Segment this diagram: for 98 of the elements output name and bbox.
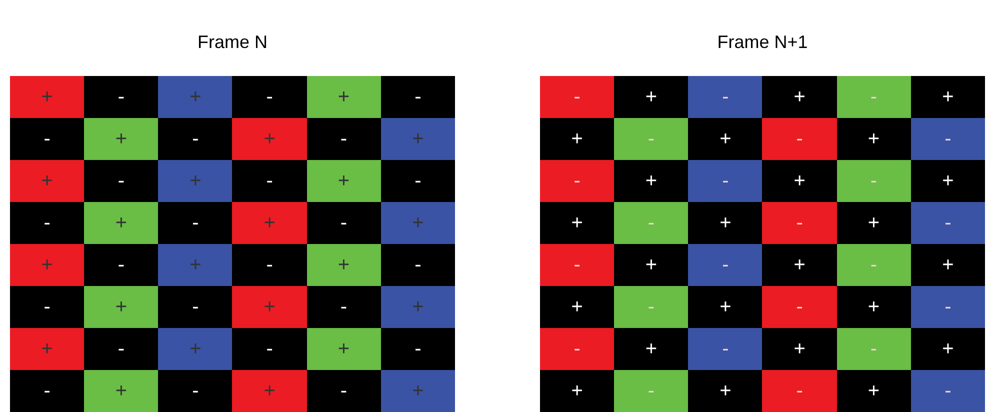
grid-cell: +	[84, 370, 158, 412]
grid-cell: +	[688, 202, 762, 244]
grid-cell: +	[306, 328, 381, 370]
grid-cell: +	[10, 244, 84, 286]
grid-cell: -	[614, 118, 688, 160]
grid-cell: -	[232, 160, 307, 202]
grid-cell: +	[762, 160, 837, 202]
grid-cell: -	[10, 118, 84, 160]
grid-cell: -	[688, 244, 762, 286]
grid-cell: -	[614, 370, 688, 412]
grid-cell: -	[688, 160, 762, 202]
grid-cell: +	[158, 244, 232, 286]
grid-cell: -	[836, 76, 911, 118]
grid-cell: +	[836, 118, 911, 160]
grid-cell: +	[306, 160, 381, 202]
grid-cell: +	[158, 328, 232, 370]
frame-title: Frame N	[197, 31, 268, 54]
grid-cell: -	[614, 286, 688, 328]
grid-cell: +	[688, 370, 762, 412]
grid-cell: -	[614, 202, 688, 244]
grid-cell: -	[380, 328, 455, 370]
grid-cell: +	[540, 370, 614, 412]
grid-cell: -	[910, 286, 985, 328]
grid-cell: +	[688, 286, 762, 328]
grid-cell: +	[380, 370, 455, 412]
grid-cell: +	[540, 286, 614, 328]
grid-cell: -	[232, 328, 307, 370]
grid-cell: -	[10, 202, 84, 244]
grid-cell: -	[910, 202, 985, 244]
grid-cell: +	[84, 202, 158, 244]
grid-cell: -	[836, 244, 911, 286]
grid-cell: -	[84, 160, 158, 202]
grid-cell: -	[380, 76, 455, 118]
grid-cell: -	[836, 328, 911, 370]
grid-cell: -	[10, 286, 84, 328]
frame-title: Frame N+1	[717, 31, 808, 54]
grid-cell: -	[762, 370, 837, 412]
grid-cell: +	[836, 370, 911, 412]
grid-cell: +	[380, 286, 455, 328]
grid-cell: -	[762, 286, 837, 328]
grid-cell: +	[836, 286, 911, 328]
grid-cell: -	[306, 118, 381, 160]
grid-cell: -	[762, 118, 837, 160]
grid-cell: +	[910, 328, 985, 370]
grid-cell: +	[232, 286, 307, 328]
grid-cell: -	[232, 76, 307, 118]
grid-cell: +	[306, 244, 381, 286]
grid-cell: -	[84, 76, 158, 118]
grid-cell: -	[380, 160, 455, 202]
grid-cell: +	[232, 202, 307, 244]
grid-cell: +	[910, 76, 985, 118]
grid-cell: -	[540, 328, 614, 370]
grid-cell: +	[910, 244, 985, 286]
grid-cell: +	[614, 328, 688, 370]
grid-cell: +	[540, 202, 614, 244]
grid-cell: -	[540, 76, 614, 118]
grid-cell: +	[380, 202, 455, 244]
grid-cell: -	[158, 286, 232, 328]
grid-cell: -	[688, 328, 762, 370]
grid-cell: -	[306, 286, 381, 328]
grid-cell: +	[688, 118, 762, 160]
grid-cell: +	[614, 244, 688, 286]
grid-cell: +	[10, 328, 84, 370]
grid-cell: +	[10, 76, 84, 118]
grid-cell: -	[762, 202, 837, 244]
grid-cell: -	[380, 244, 455, 286]
grid-cell: +	[158, 76, 232, 118]
grid-cell: +	[614, 160, 688, 202]
grid-cell: +	[10, 160, 84, 202]
grid-cell: +	[614, 76, 688, 118]
grid-cell: -	[84, 328, 158, 370]
grid-cell: +	[306, 76, 381, 118]
grid-cell: +	[836, 202, 911, 244]
grid-cell: -	[306, 202, 381, 244]
grid-cell: +	[158, 160, 232, 202]
grid-cell: +	[910, 160, 985, 202]
grid-cell: -	[836, 160, 911, 202]
grid-cell: +	[762, 76, 837, 118]
grid-cell: -	[910, 370, 985, 412]
grid-cell: +	[232, 370, 307, 412]
grid-cell: -	[540, 244, 614, 286]
grid-cell: +	[762, 244, 837, 286]
grid-cell: -	[84, 244, 158, 286]
grid-cell: +	[762, 328, 837, 370]
grid-cell: -	[688, 76, 762, 118]
grid-cell: -	[158, 370, 232, 412]
grid-cell: -	[10, 370, 84, 412]
grid-cell: +	[380, 118, 455, 160]
grid-cell: +	[540, 118, 614, 160]
grid-cell: +	[232, 118, 307, 160]
grid-cell: -	[158, 118, 232, 160]
grid-cell: -	[306, 370, 381, 412]
grid-cell: +	[84, 286, 158, 328]
grid-cell: -	[232, 244, 307, 286]
grid-cell: -	[910, 118, 985, 160]
grid-cell: -	[540, 160, 614, 202]
grid-cell: +	[84, 118, 158, 160]
grid-cell: -	[158, 202, 232, 244]
